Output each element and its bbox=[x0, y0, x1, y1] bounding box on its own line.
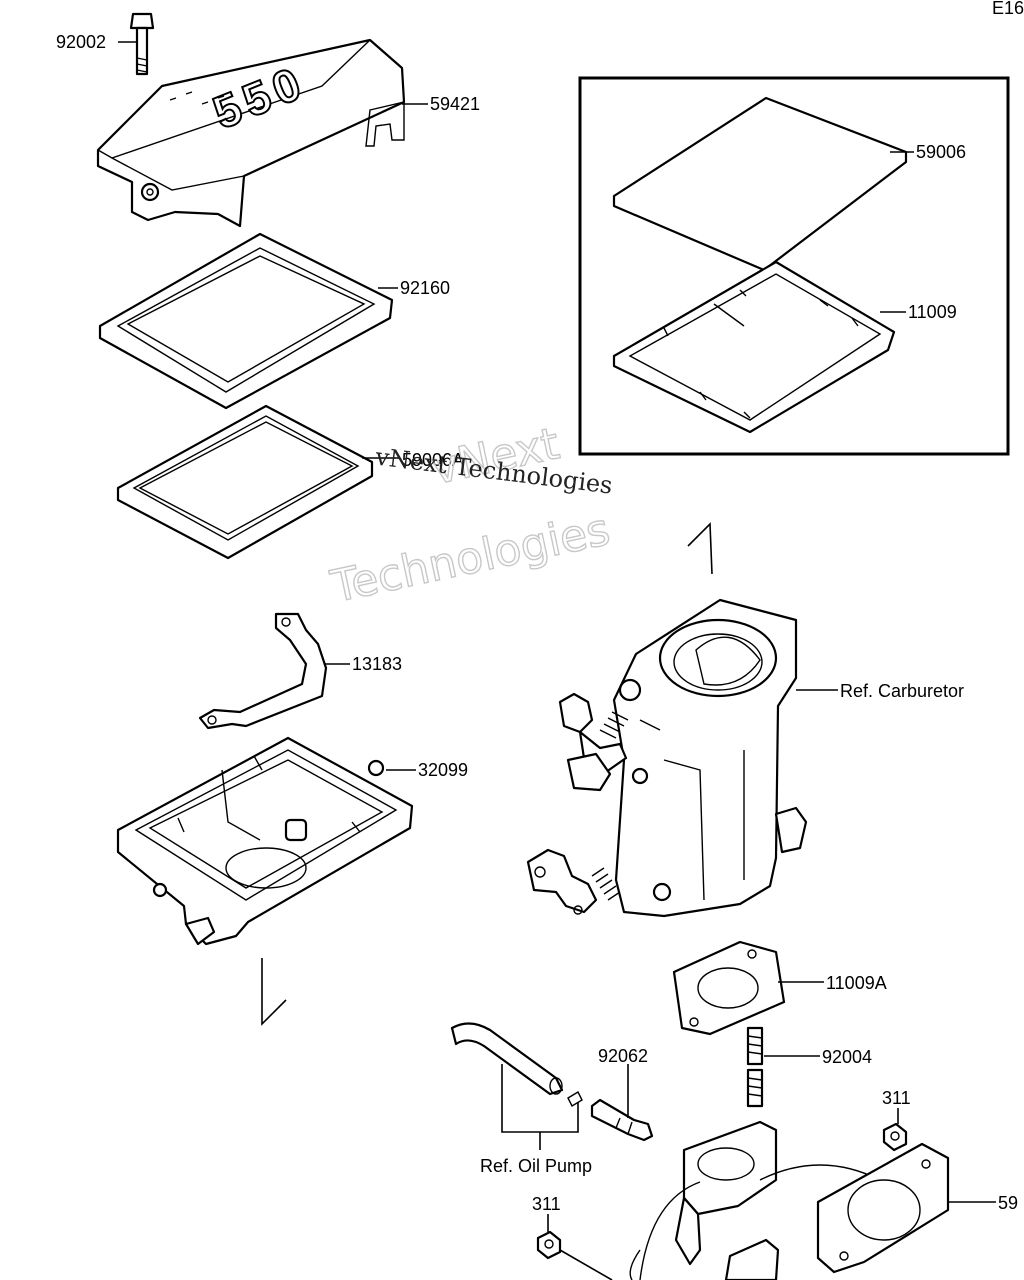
nut-311-left bbox=[536, 1230, 613, 1280]
label-92002: 92002 bbox=[56, 32, 106, 52]
label-11009: 11009 bbox=[908, 302, 957, 322]
oil-hose bbox=[450, 1022, 583, 1107]
watermark: vNext Technologies vNext Technologies bbox=[325, 418, 614, 614]
bracket-13183 bbox=[198, 612, 328, 730]
bolt-92002 bbox=[129, 12, 155, 76]
gasket-11009 bbox=[612, 260, 896, 434]
watermark-line2: Technologies bbox=[326, 504, 614, 613]
gasket-92160 bbox=[98, 232, 394, 410]
label-311-right: 311 bbox=[882, 1088, 911, 1108]
element-59006A bbox=[116, 404, 374, 560]
fitting-92062 bbox=[590, 1098, 654, 1142]
label-ref-carburetor: Ref. Carburetor bbox=[840, 681, 964, 701]
label-59006: 59006 bbox=[916, 142, 966, 162]
label-311-left: 311 bbox=[532, 1194, 561, 1214]
label-59421: 59421 bbox=[430, 94, 480, 114]
label-13183: 13183 bbox=[352, 654, 402, 674]
carburetor bbox=[526, 598, 808, 918]
label-ref-oil-pump: Ref. Oil Pump bbox=[480, 1156, 592, 1176]
page-code: E16 bbox=[992, 0, 1024, 18]
air-cleaner-cover-59421: 550 bbox=[96, 38, 406, 228]
label-92160: 92160 bbox=[400, 278, 450, 298]
label-11009A: 11009A bbox=[826, 973, 887, 993]
label-59006A: 59006A bbox=[402, 450, 464, 470]
assembly-arrow-lower bbox=[261, 958, 287, 1026]
label-92062: 92062 bbox=[598, 1046, 648, 1066]
label-59: 59 bbox=[998, 1193, 1018, 1213]
filter-59006 bbox=[612, 96, 908, 272]
nut-311-right bbox=[882, 1122, 908, 1152]
air-cleaner-housing-32099 bbox=[116, 736, 414, 946]
assembly-arrow-upper bbox=[687, 522, 713, 575]
intake-adapter bbox=[629, 1120, 950, 1280]
kit-frame bbox=[578, 76, 1010, 456]
studs-92004 bbox=[746, 1026, 764, 1108]
gasket-11009A bbox=[672, 940, 786, 1036]
label-92004: 92004 bbox=[822, 1047, 872, 1067]
label-32099: 32099 bbox=[418, 760, 468, 780]
